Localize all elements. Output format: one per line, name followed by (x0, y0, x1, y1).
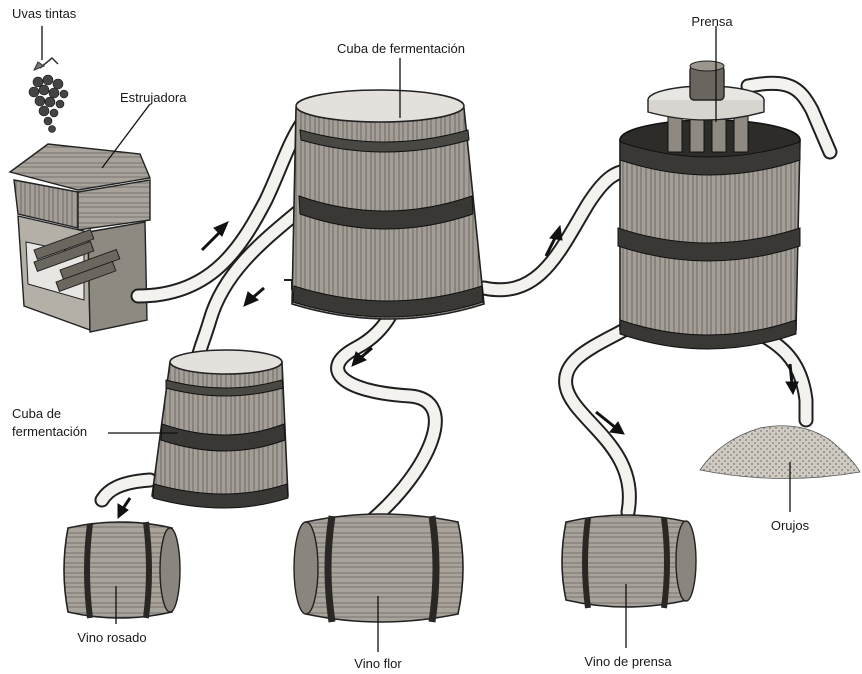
label-cuba-fermentacion-large: Cuba de fermentación (337, 41, 465, 56)
arrow-small-tank-to-rosado (118, 498, 130, 518)
label-vino-de-prensa: Vino de prensa (584, 654, 671, 669)
wine-press (618, 61, 800, 349)
arrow-tank-to-small-tank (244, 288, 264, 306)
barrel-vino-rosado (64, 522, 180, 618)
barrel-vino-de-prensa (562, 515, 696, 608)
arrow-crusher-to-tank (202, 222, 228, 250)
grapes-cluster (29, 58, 68, 133)
label-orujos: Orujos (771, 518, 809, 533)
label-cuba-fermentacion-small-line1: Cuba de (12, 406, 61, 421)
label-vino-rosado: Vino rosado (77, 630, 146, 645)
label-estrujadora: Estrujadora (120, 90, 186, 105)
label-uvas-tintas: Uvas tintas (12, 6, 76, 21)
label-prensa: Prensa (691, 14, 732, 29)
fermentation-tank-small (152, 350, 288, 508)
label-vino-flor: Vino flor (354, 656, 401, 671)
fermentation-tank-large (284, 90, 484, 319)
pomace-pile (700, 426, 860, 479)
crusher (10, 144, 150, 332)
label-cuba-fermentacion-small-line2: fermentación (12, 424, 87, 439)
